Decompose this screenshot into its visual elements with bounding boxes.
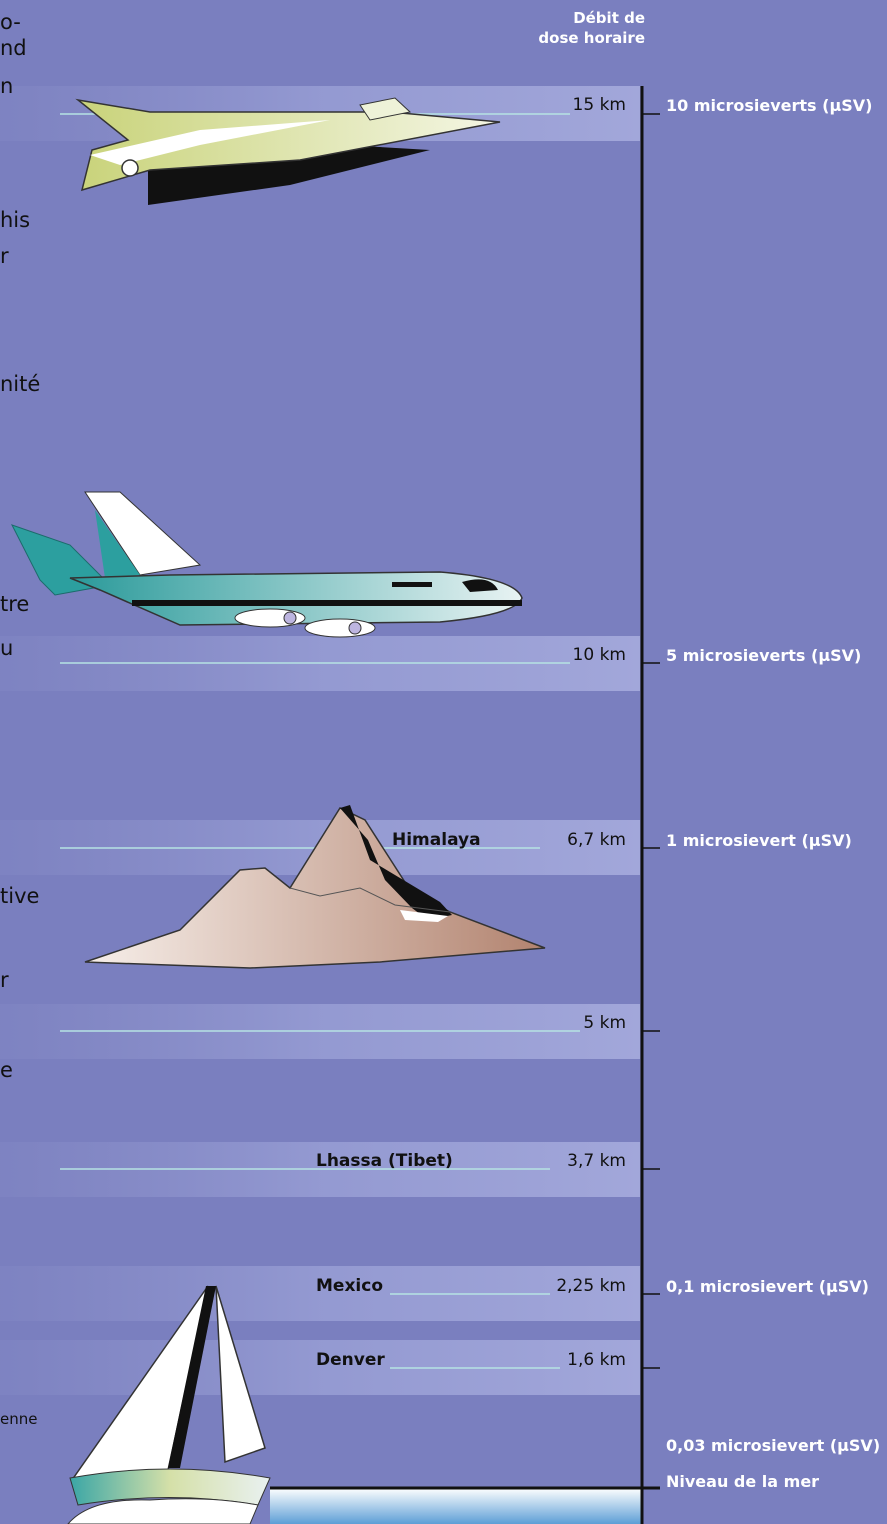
fragment-10: r — [0, 968, 9, 992]
dose-10km: 5 microsieverts (µSV) — [666, 646, 862, 665]
fragment-3: n — [0, 74, 14, 98]
sailboat-icon — [67, 1285, 271, 1524]
airliner-icon — [10, 491, 523, 638]
dose-6-7km: 1 microsievert (µSV) — [666, 831, 852, 850]
fragment-5: r — [0, 244, 9, 268]
altitude-1-6km: 1,6 km — [567, 1350, 626, 1370]
mountain-icon — [84, 805, 546, 969]
fragment-8: u — [0, 636, 14, 660]
altitude-6-7km: 6,7 km — [567, 830, 626, 850]
fragment-9: tive — [0, 884, 40, 908]
place-mexico: Mexico — [316, 1276, 383, 1296]
fragment-4: his — [0, 208, 31, 232]
sea-water — [270, 1488, 642, 1524]
dose-sea-level: 0,03 microsievert (µSV) — [666, 1436, 881, 1455]
fragment-6: nité — [0, 372, 41, 396]
fragment-2: nd — [0, 36, 27, 60]
fragment-7: tre — [0, 592, 30, 616]
altitude-15km: 15 km — [572, 95, 626, 115]
axis-header: Débit de dose horaire — [538, 8, 645, 48]
place-lhassa: Lhassa (Tibet) — [316, 1151, 453, 1171]
place-denver: Denver — [316, 1350, 385, 1370]
header-line-2: dose horaire — [538, 29, 645, 47]
fragment-1: o- — [0, 10, 21, 34]
supersonic-jet-icon — [75, 97, 501, 205]
dose-2-25km: 0,1 microsievert (µSV) — [666, 1277, 869, 1296]
fragment-11: e — [0, 1058, 13, 1082]
header-line-1: Débit de — [573, 9, 645, 27]
dose-15km: 10 microsieverts (µSV) — [666, 96, 873, 115]
axis-ticks — [642, 113, 660, 1369]
sea-level-label: Niveau de la mer — [666, 1472, 820, 1491]
fragment-12: enne — [0, 1410, 38, 1428]
altitude-10km: 10 km — [572, 645, 626, 665]
altitude-3-7km: 3,7 km — [567, 1151, 626, 1171]
altitude-bands — [0, 86, 640, 1395]
altitude-2-25km: 2,25 km — [556, 1276, 626, 1296]
altitude-5km: 5 km — [583, 1013, 626, 1033]
place-himalaya: Himalaya — [392, 830, 481, 850]
